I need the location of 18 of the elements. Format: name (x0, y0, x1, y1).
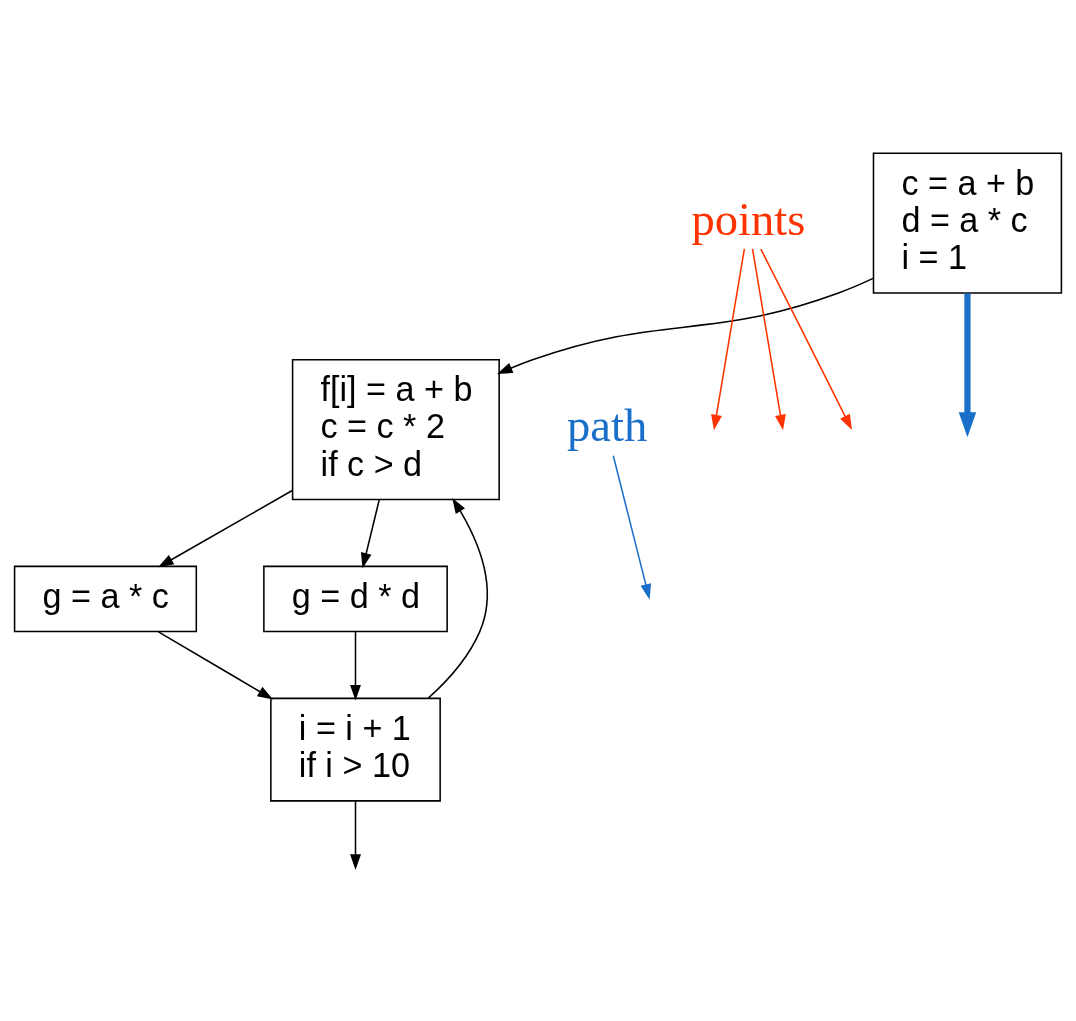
node-box: g = a * c (13, 565, 198, 632)
node-text: points (691, 192, 806, 245)
arrow (350, 630, 361, 701)
arrow (158, 489, 294, 567)
node-box: i = i + 1 if i > 10 (270, 697, 441, 802)
arrow (751, 247, 786, 430)
arrow (612, 454, 652, 600)
arrow (497, 277, 874, 374)
arrow (427, 497, 488, 699)
arrow (350, 800, 361, 870)
node-box: f[i] = a + b c = c * 2 if c > d (291, 358, 500, 500)
node-box: g = d * d (263, 565, 448, 632)
arrow (711, 247, 746, 430)
arrow (157, 630, 274, 699)
node-box: c = a + b d = a * c i = 1 (872, 151, 1063, 294)
arrow (360, 498, 380, 568)
arrow (760, 247, 852, 430)
node-text: path (567, 398, 648, 451)
